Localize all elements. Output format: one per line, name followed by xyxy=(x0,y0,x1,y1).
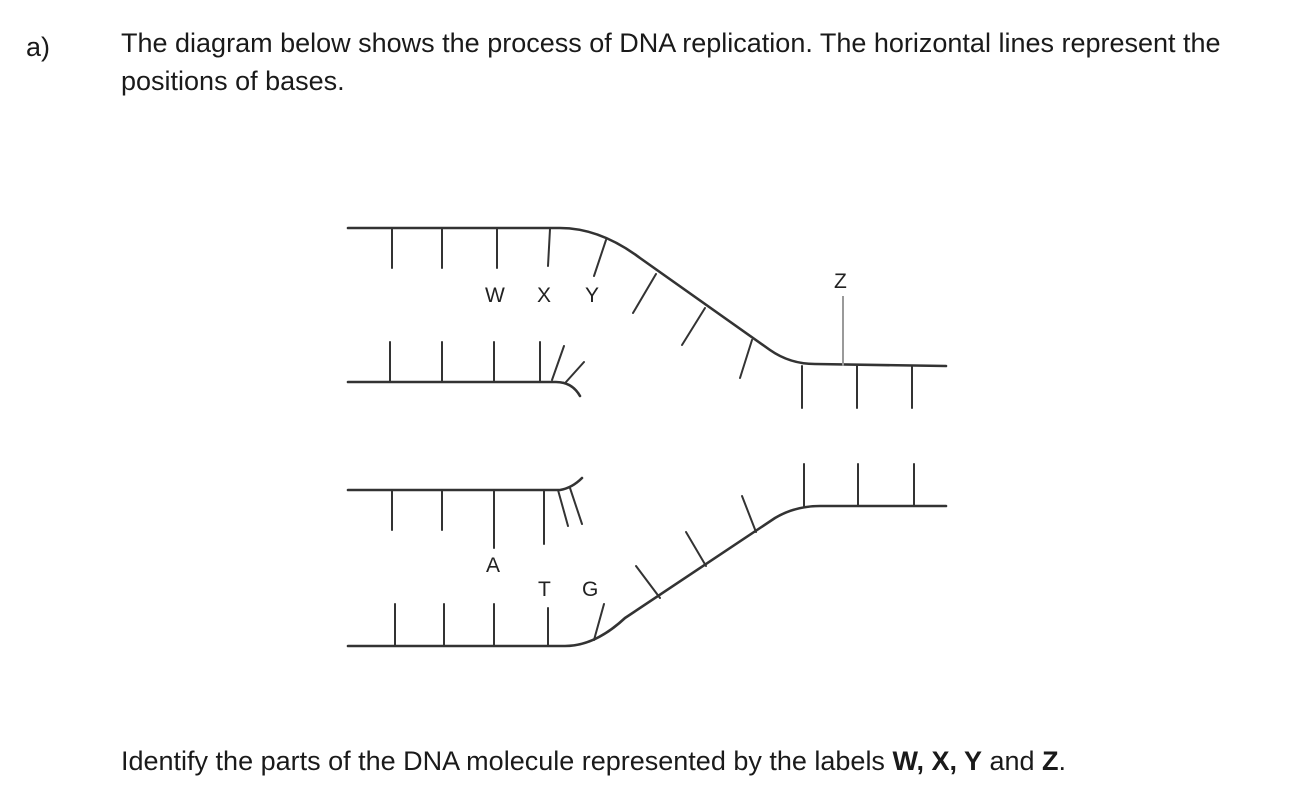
base-tick xyxy=(632,273,657,314)
label-z: Z xyxy=(834,270,847,293)
base-tick xyxy=(557,489,569,527)
base-tick xyxy=(547,228,551,267)
base-tick xyxy=(565,361,585,383)
question-prefix: Identify the parts of the DNA molecule r… xyxy=(121,746,893,776)
bottom-strand-lower xyxy=(346,504,948,648)
base-tick xyxy=(593,603,605,641)
label-y: Y xyxy=(585,284,599,307)
question-text: Identify the parts of the DNA molecule r… xyxy=(121,742,1066,780)
question-part-label: a) xyxy=(26,32,51,62)
base-tick xyxy=(569,487,583,525)
label-w: W xyxy=(485,284,505,307)
base-tick xyxy=(593,239,607,277)
base-tick xyxy=(685,531,707,567)
label-a: A xyxy=(486,554,500,577)
base-tick xyxy=(635,565,661,599)
question-label-list: W, X, Y xyxy=(892,746,982,776)
base-tick xyxy=(739,339,753,379)
label-g: G xyxy=(582,578,598,601)
label-x: X xyxy=(537,284,551,307)
question-conjunction: and xyxy=(981,746,1043,776)
base-tick xyxy=(681,307,706,346)
top-strand-lower xyxy=(346,380,582,398)
intro-text: The diagram below shows the process of D… xyxy=(121,28,1221,96)
base-tick xyxy=(741,495,757,533)
question-suffix: . xyxy=(1058,746,1067,776)
question-last-label: Z xyxy=(1042,746,1059,776)
base-tick xyxy=(551,345,565,381)
top-strand-upper xyxy=(346,226,948,368)
bottom-strand-upper xyxy=(346,476,584,492)
label-t: T xyxy=(538,578,551,601)
